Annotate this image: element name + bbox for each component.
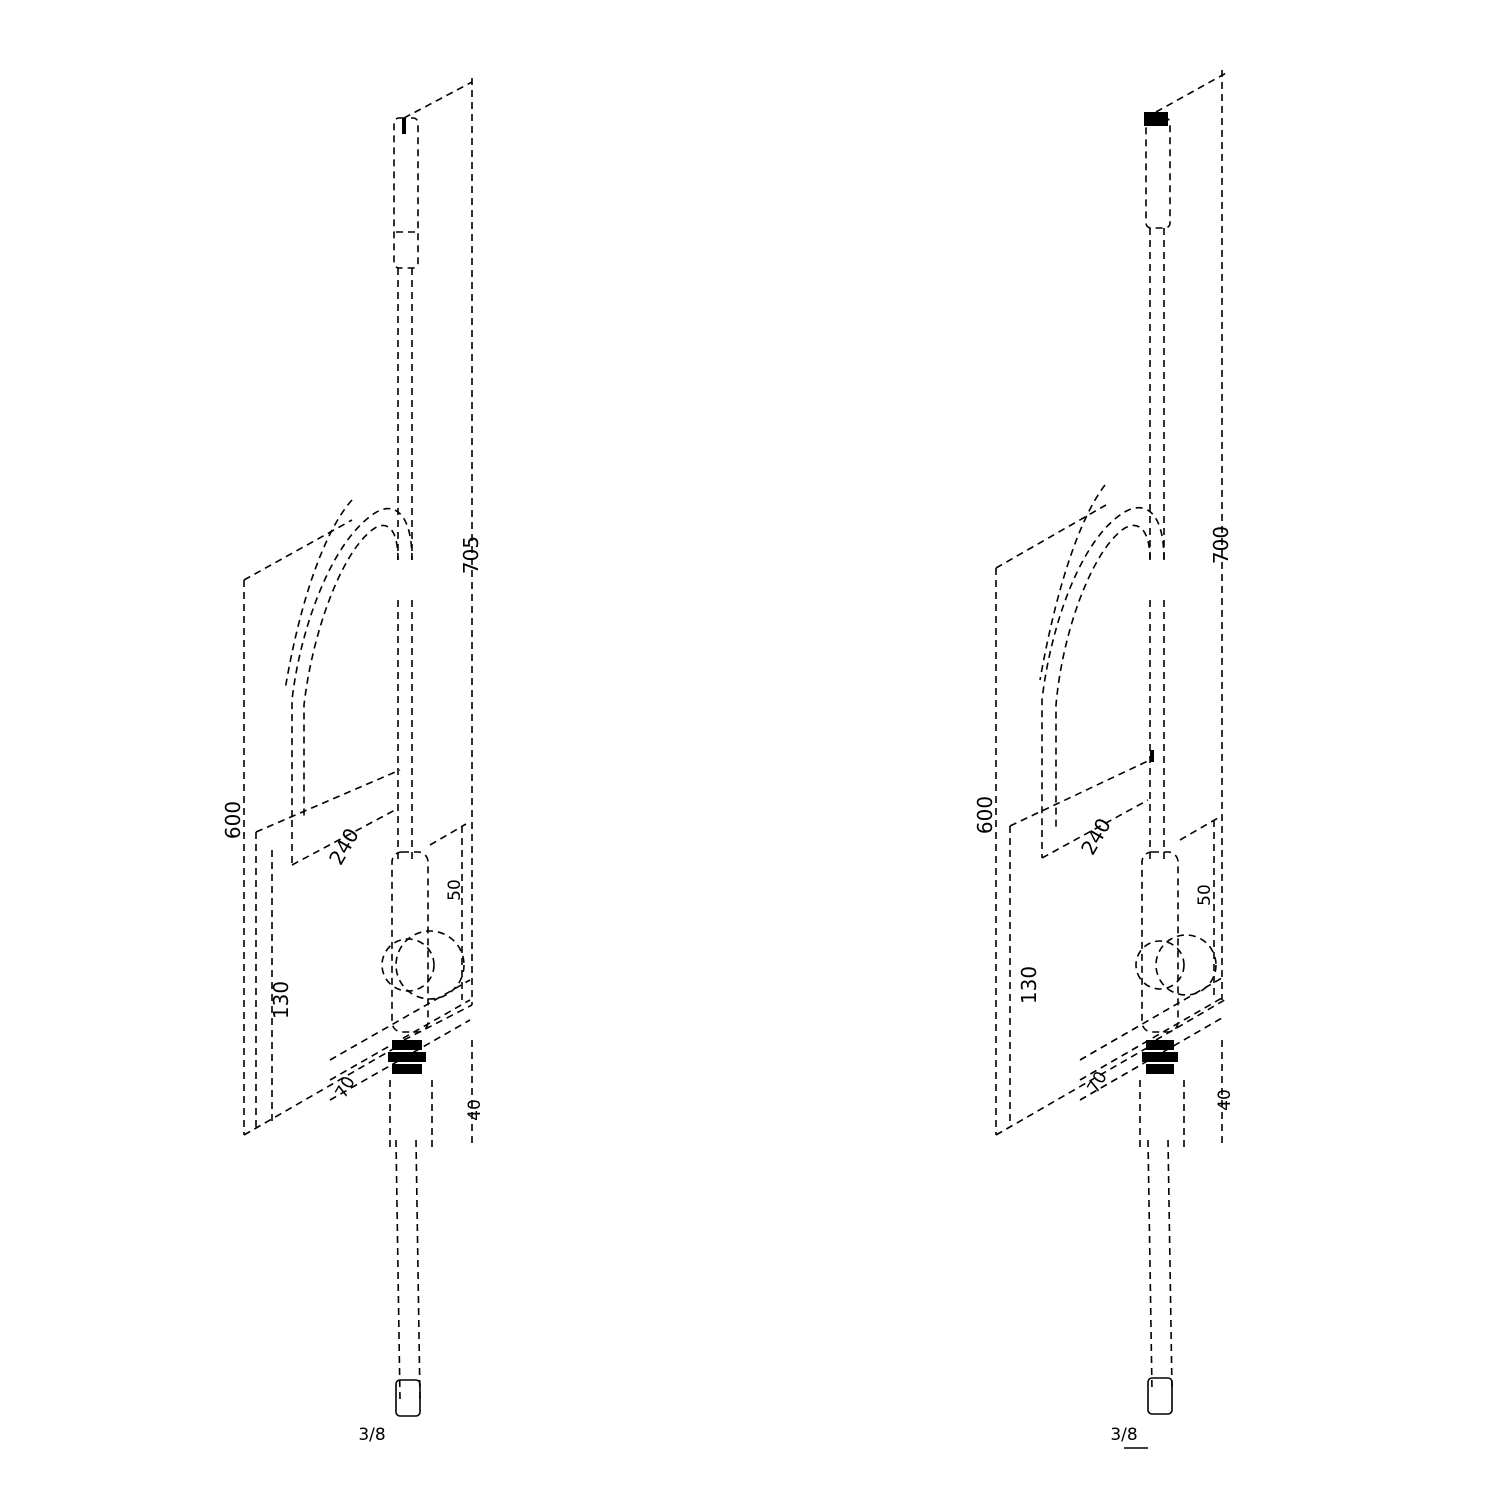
gooseneck-outline [284, 499, 353, 691]
label-base-depth: 70 [1084, 1068, 1112, 1097]
extension-line [403, 81, 473, 119]
shank-line [1167, 1139, 1173, 1391]
gooseneck-outline [291, 507, 413, 820]
extension-line [995, 1044, 1153, 1136]
handle-outline [381, 938, 435, 992]
label-spout-reach-height: 600 [221, 801, 245, 839]
label-overall-height: 705 [459, 536, 483, 574]
extension-line [243, 519, 353, 581]
mounting-nut-right [1142, 112, 1178, 1074]
label-thread: 3/8 [358, 1425, 385, 1445]
extension-line [1155, 997, 1229, 1041]
deck-line [1079, 997, 1223, 1081]
extension-line [429, 823, 467, 846]
label-deck-thickness: 50 [1195, 884, 1215, 906]
connector-right [1124, 750, 1173, 1449]
shank-line [395, 1139, 401, 1401]
mounting-nut-left [388, 1040, 426, 1074]
deck-line [329, 979, 471, 1061]
extension-line [291, 809, 396, 866]
gooseneck-outline [1055, 524, 1151, 830]
dimension-labels-right: 700 600 130 240 70 50 40 3/8 [973, 526, 1235, 1445]
extension-line [403, 1004, 473, 1041]
faucet-view-right [995, 70, 1229, 1391]
label-spout-angle: 240 [324, 824, 364, 869]
handle-outline [395, 930, 465, 1000]
shank-line [415, 1139, 421, 1401]
extension-line [1155, 71, 1229, 113]
label-spout-reach-height: 600 [973, 796, 997, 834]
shank-line [1147, 1139, 1153, 1391]
dimension-labels-left: 705 600 130 240 70 50 40 3/8 [221, 536, 485, 1445]
spray-head-outline [393, 117, 419, 269]
deck-line [1079, 977, 1223, 1061]
spray-head-outline [1145, 117, 1171, 229]
extension-line [243, 1044, 401, 1136]
label-lower-height: 130 [269, 981, 293, 1019]
handle-outline [1155, 934, 1217, 996]
faucet-view-left [243, 78, 473, 1401]
label-deck-thickness: 50 [445, 879, 465, 901]
label-lower-offset: 40 [465, 1099, 485, 1121]
gooseneck-outline [1041, 506, 1165, 830]
extension-line [255, 769, 401, 833]
label-lower-offset: 40 [1215, 1089, 1235, 1111]
label-thread: 3/8 [1110, 1425, 1137, 1445]
extension-line [1041, 799, 1149, 859]
extension-line [995, 504, 1107, 569]
handle-outline [1135, 940, 1185, 990]
extension-line [1179, 817, 1219, 841]
faucet-body [1141, 851, 1179, 1033]
label-lower-height: 130 [1017, 966, 1041, 1004]
deck-line [329, 999, 471, 1081]
extension-line [1009, 759, 1151, 827]
gooseneck-outline [303, 524, 399, 820]
label-overall-height: 700 [1209, 526, 1233, 564]
faucet-body [391, 851, 429, 1033]
deck-line [1079, 1017, 1223, 1101]
connector-left [395, 118, 421, 1417]
gooseneck-outline [1039, 484, 1106, 681]
deck-line [329, 1019, 471, 1101]
